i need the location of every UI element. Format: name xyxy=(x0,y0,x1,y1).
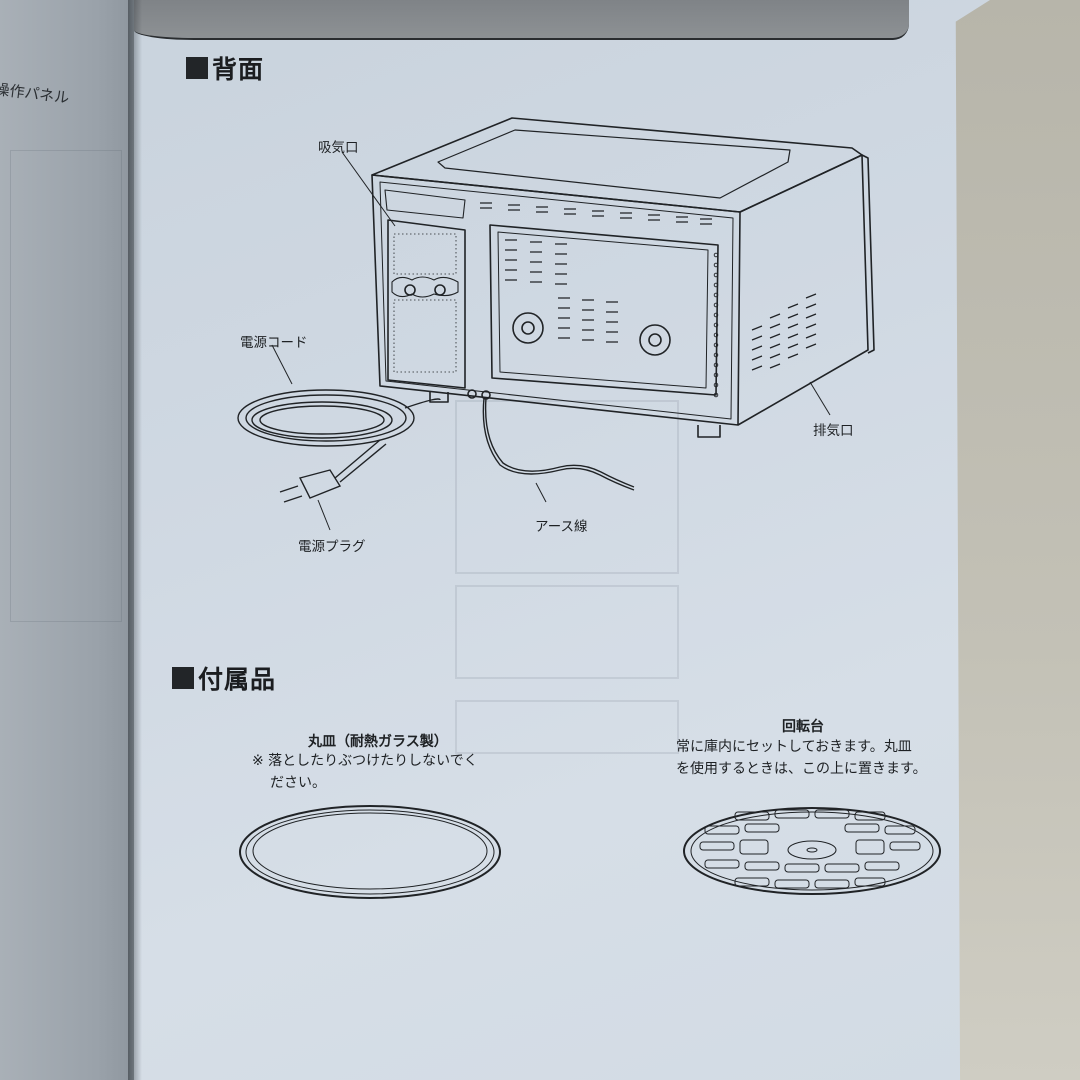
left-page: 操作パネル xyxy=(0,0,138,1080)
bleed-through-panel xyxy=(455,585,679,679)
callout-ground-wire: アース線 xyxy=(535,519,588,535)
callout-power-cord: 電源コード xyxy=(240,335,308,351)
section-title-accessories: 付属品 xyxy=(172,660,276,696)
accessory-turntable-name: 回転台 xyxy=(782,719,824,735)
black-square-icon xyxy=(186,57,208,79)
accessory-turntable-desc-line1: 常に庫内にセットしておきます。丸皿 xyxy=(676,739,912,755)
manual-page xyxy=(134,0,990,1080)
callout-exhaust: 排気口 xyxy=(813,423,854,439)
callout-intake: 吸気口 xyxy=(318,140,359,156)
section-title-accessories-text: 付属品 xyxy=(198,665,277,694)
section-title-rear: 背面 xyxy=(186,50,264,86)
page-header-tab xyxy=(134,0,909,40)
accessory-plate-name: 丸皿（耐熱ガラス製） xyxy=(308,734,448,750)
section-title-rear-text: 背面 xyxy=(212,55,265,84)
accessory-plate-note-line1: ※ 落としたりぶつけたりしないでく xyxy=(252,753,478,769)
accessory-turntable-desc-line2: を使用するときは、この上に置きます。 xyxy=(676,761,927,777)
black-square-icon xyxy=(172,667,194,689)
book-spine-shadow xyxy=(128,0,142,1080)
left-page-ghost-frame xyxy=(10,150,122,622)
callout-power-plug: 電源プラグ xyxy=(298,539,366,555)
table-surface xyxy=(940,0,1080,1080)
bleed-through-panel xyxy=(455,700,679,754)
accessory-plate-note-line2: ださい。 xyxy=(270,775,326,791)
